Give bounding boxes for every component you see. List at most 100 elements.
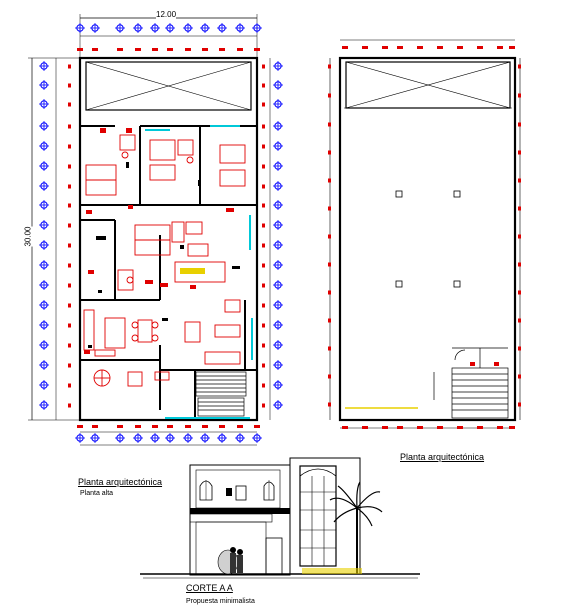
wall-tick-marker — [262, 184, 265, 189]
wall-tick-marker — [328, 262, 331, 267]
wall-tick-marker — [262, 64, 265, 69]
wall-tick-marker — [152, 48, 158, 51]
wall-tick-marker — [135, 425, 141, 428]
wall-tick-marker — [262, 243, 265, 248]
wall-tick-marker — [219, 48, 225, 51]
grid-bubble — [39, 380, 49, 390]
wall-tick-marker — [185, 425, 191, 428]
wall-tick-marker — [202, 425, 208, 428]
wall-tick-marker — [68, 102, 71, 107]
wall-tick-marker — [68, 64, 71, 69]
wall-tick-marker — [135, 48, 141, 51]
grid-bubble — [200, 433, 210, 443]
wall-tick-marker — [262, 144, 265, 149]
grid-bubble — [39, 400, 49, 410]
wall-tick-marker — [518, 64, 521, 69]
grid-bubble — [273, 280, 283, 290]
wall-tick-marker — [262, 323, 265, 328]
wall-tick-marker — [518, 290, 521, 295]
wall-tick-marker — [328, 234, 331, 239]
grid-bubble — [217, 433, 227, 443]
wall-tick-marker — [328, 178, 331, 183]
grid-bubble — [252, 433, 262, 443]
grid-bubble — [39, 80, 49, 90]
grid-bubble — [273, 380, 283, 390]
grid-bubble — [39, 141, 49, 151]
grid-bubble — [183, 23, 193, 33]
wall-tick-marker — [518, 318, 521, 323]
grid-bubble — [273, 61, 283, 71]
grid-bubble — [273, 360, 283, 370]
grid-bubble — [273, 300, 283, 310]
wall-tick-marker — [518, 178, 521, 183]
grid-bubble — [39, 260, 49, 270]
wall-tick-marker — [237, 425, 243, 428]
grid-bubble — [273, 80, 283, 90]
wall-tick-marker — [262, 383, 265, 388]
grid-bubble — [39, 280, 49, 290]
grid-bubble — [252, 23, 262, 33]
section-subtitle: Propuesta minimalista — [186, 598, 255, 605]
wall-tick-marker — [457, 46, 463, 49]
left-floor-plan — [28, 14, 271, 446]
section-elevation — [140, 457, 420, 579]
grid-bubble — [115, 433, 125, 443]
wall-tick-marker — [328, 346, 331, 351]
wall-tick-marker — [262, 263, 265, 268]
wall-tick-marker — [328, 318, 331, 323]
wall-tick-marker — [77, 425, 83, 428]
wall-tick-marker — [328, 290, 331, 295]
dimension-markers — [39, 23, 521, 443]
grid-bubble — [273, 121, 283, 131]
wall-tick-marker — [457, 426, 463, 429]
wall-tick-marker — [417, 426, 423, 429]
grid-bubble — [273, 99, 283, 109]
wall-tick-marker — [262, 124, 265, 129]
wall-tick-marker — [262, 223, 265, 228]
left-plan-subtitle: Planta alta — [80, 490, 114, 497]
grid-bubble — [75, 433, 85, 443]
grid-bubble — [39, 99, 49, 109]
grid-bubble — [39, 320, 49, 330]
wall-tick-marker — [262, 343, 265, 348]
right-floor-plan — [329, 39, 521, 429]
grid-bubble — [75, 23, 85, 33]
grid-bubble — [39, 300, 49, 310]
wall-tick-marker — [237, 48, 243, 51]
grid-bubble — [217, 23, 227, 33]
wall-tick-marker — [167, 48, 173, 51]
wall-tick-marker — [328, 122, 331, 127]
grid-bubble — [273, 240, 283, 250]
grid-bubble — [235, 23, 245, 33]
wall-tick-marker — [117, 425, 123, 428]
left-plan-title: Planta arquitectónica — [78, 477, 163, 487]
wall-tick-marker — [219, 425, 225, 428]
wall-tick-marker — [328, 150, 331, 155]
wall-tick-marker — [497, 426, 503, 429]
wall-tick-marker — [328, 402, 331, 407]
wall-tick-marker — [68, 323, 71, 328]
wall-tick-marker — [417, 46, 423, 49]
wall-tick-marker — [362, 46, 368, 49]
wall-tick-marker — [185, 48, 191, 51]
grid-bubble — [200, 23, 210, 33]
wall-tick-marker — [518, 122, 521, 127]
section-title: CORTE A A — [186, 583, 233, 593]
grid-bubble — [165, 433, 175, 443]
grid-bubble — [273, 181, 283, 191]
wall-tick-marker — [68, 243, 71, 248]
wall-tick-marker — [68, 223, 71, 228]
wall-tick-marker — [382, 426, 388, 429]
wall-tick-marker — [518, 93, 521, 98]
wall-tick-marker — [262, 102, 265, 107]
wall-tick-marker — [68, 83, 71, 88]
wall-tick-marker — [262, 83, 265, 88]
grid-bubble — [273, 320, 283, 330]
grid-bubble — [273, 260, 283, 270]
wall-tick-marker — [68, 263, 71, 268]
wall-tick-marker — [342, 46, 348, 49]
wall-tick-marker — [437, 426, 443, 429]
grid-bubble — [183, 433, 193, 443]
wall-tick-marker — [262, 303, 265, 308]
